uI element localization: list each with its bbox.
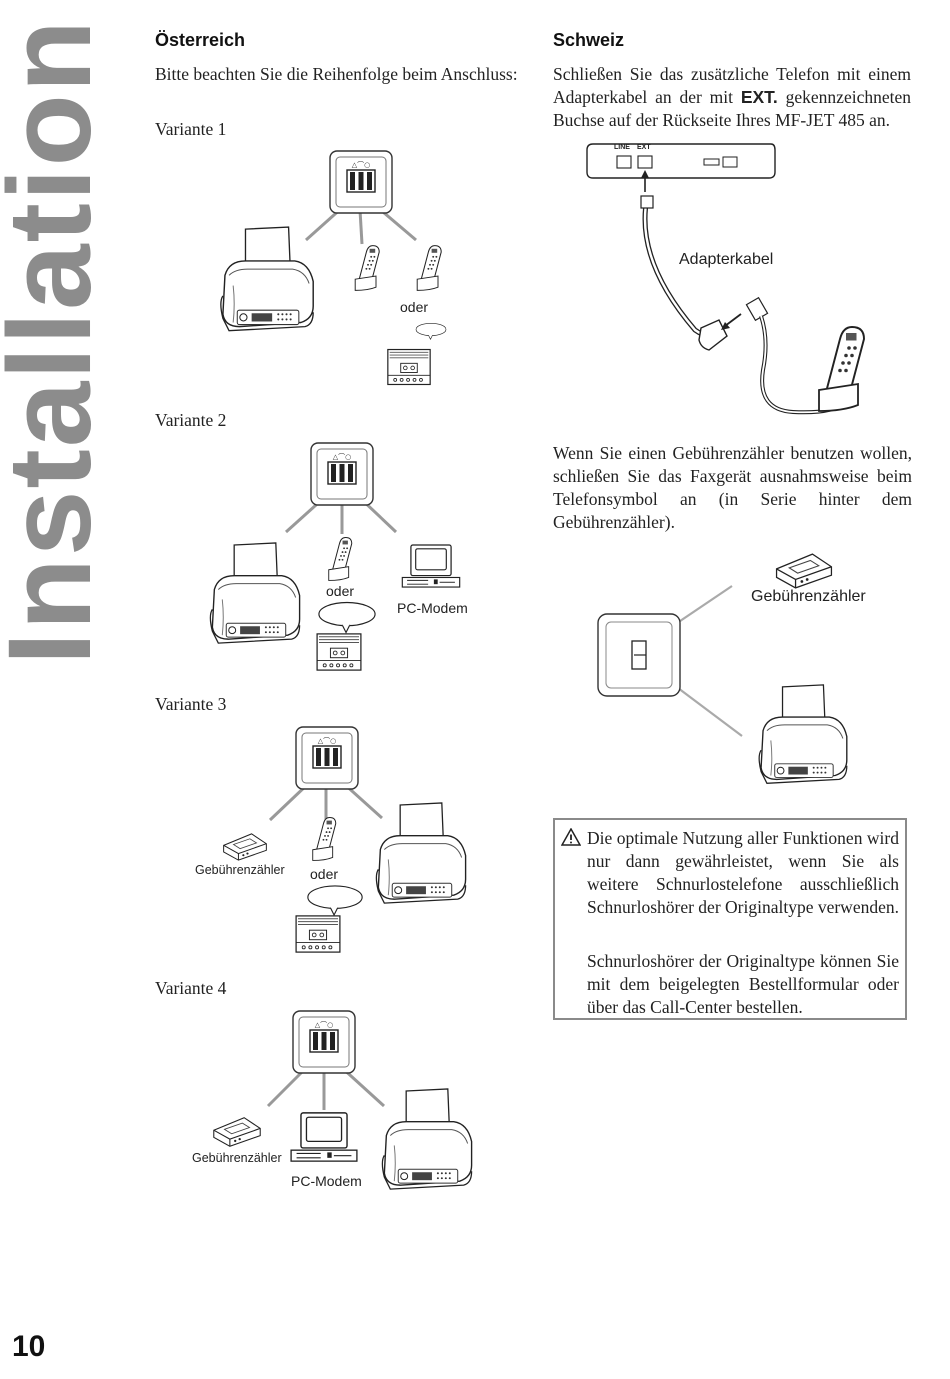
cordless-handset-icon <box>416 244 442 292</box>
variant-4-diagram <box>213 1010 473 1190</box>
answering-machine-icon <box>387 348 431 386</box>
charge-meter-label: Gebührenzähler <box>192 1151 282 1165</box>
variant-3-diagram <box>223 726 467 953</box>
side-title: Installation <box>0 18 116 665</box>
variant-1-label: Variante 1 <box>155 119 227 139</box>
fax-machine-icon <box>381 1088 473 1190</box>
variant-2-diagram <box>209 442 461 671</box>
austria-heading: Österreich <box>155 30 246 50</box>
pc-modem-icon <box>290 1112 358 1162</box>
fax-machine-icon <box>220 226 314 332</box>
fax-machine-icon <box>758 684 848 784</box>
note-paragraph-2: Schnurloshörer der Originaltype können S… <box>587 951 899 1017</box>
wall-socket-icon <box>292 1010 356 1074</box>
fax-machine-icon <box>375 802 467 904</box>
pc-modem-label: PC-Modem <box>397 600 468 616</box>
speech-bubble-icon <box>415 322 447 341</box>
fax-machine-icon <box>209 542 301 644</box>
speech-bubble-icon <box>306 885 364 916</box>
answering-machine-icon <box>316 633 362 671</box>
or-label: oder <box>326 583 355 599</box>
variant-3-label: Variante 3 <box>155 694 227 714</box>
speech-bubble-icon <box>317 601 377 634</box>
charge-meter-text: Wenn Sie einen Gebührenzähler benutzen w… <box>553 443 912 532</box>
note-box: Die optimale Nutzung aller Funktionen wi… <box>553 818 907 1020</box>
pc-modem-label: PC-Modem <box>291 1173 362 1189</box>
switzerland-heading: Schweiz <box>553 30 625 50</box>
charge-meter-icon <box>775 553 833 589</box>
wall-socket-icon <box>329 150 393 214</box>
cordless-handset-icon <box>354 244 380 292</box>
answering-machine-icon <box>295 915 341 953</box>
cordless-handset-icon <box>312 816 337 862</box>
charge-meter-icon <box>213 1117 261 1147</box>
variant-4-label: Variante 4 <box>155 978 227 998</box>
switzerland-intro: Schließen Sie das zusätzliche Telefon mi… <box>553 64 911 130</box>
page-number: 10 <box>12 1330 46 1363</box>
cordless-handset-icon <box>817 325 866 413</box>
warning-icon <box>561 828 581 846</box>
wall-socket-icon <box>295 726 359 790</box>
line-port-label: LINE <box>614 144 630 151</box>
adapter-cable-label: Adapterkabel <box>679 251 774 268</box>
pc-modem-icon <box>401 544 461 588</box>
ext-port-small-label: EXT <box>637 144 651 151</box>
austria-intro: Bitte beachten Sie die Reihenfolge beim … <box>155 64 518 84</box>
adapter-cable-diagram <box>586 143 866 415</box>
or-label: oder <box>400 299 429 315</box>
or-label: oder <box>310 866 339 882</box>
wall-socket-icon <box>310 442 374 506</box>
note-paragraph-1: Die optimale Nutzung aller Funktionen wi… <box>587 828 899 917</box>
charge-meter-label: Gebührenzähler <box>195 863 285 877</box>
charge-meter-diagram <box>597 553 848 784</box>
ext-port-label: EXT. <box>740 87 778 107</box>
charge-meter-icon <box>223 833 267 861</box>
variant-1-diagram <box>220 150 447 386</box>
charge-meter-label: Gebührenzähler <box>751 588 866 605</box>
variant-2-label: Variante 2 <box>155 410 227 430</box>
cordless-handset-icon <box>328 536 353 582</box>
